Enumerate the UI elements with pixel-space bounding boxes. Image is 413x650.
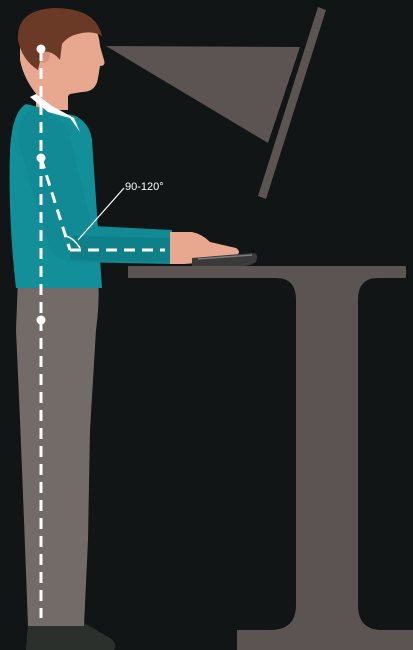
- arm-shadow: [70, 236, 172, 262]
- shoulder-joint-marker: [37, 154, 46, 163]
- elbow-angle-label: 90-120°: [125, 181, 164, 193]
- standing-desk: [128, 266, 413, 650]
- ear-joint-marker: [37, 45, 46, 54]
- trousers: [16, 278, 99, 626]
- desk-frame: [128, 266, 413, 650]
- monitor: [106, 7, 326, 199]
- monitor-screen-light-cone: [106, 46, 300, 143]
- shoes: [26, 622, 115, 650]
- hip-joint-marker: [37, 316, 46, 325]
